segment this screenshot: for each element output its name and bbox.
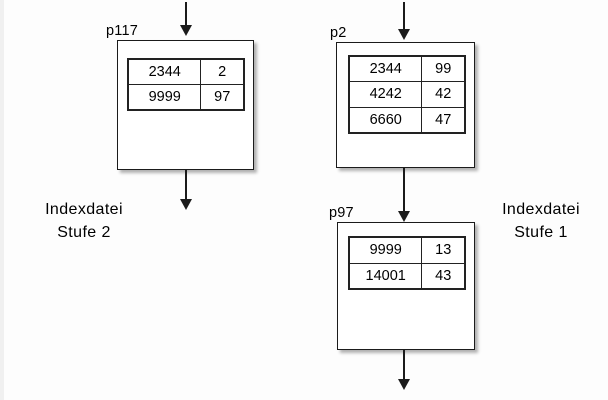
arrow-p2-to-p97 xyxy=(397,168,411,222)
pointer-cell: 13 xyxy=(421,237,465,264)
pointer-cell: 2 xyxy=(200,59,244,85)
left-edge-strip xyxy=(0,0,4,400)
caption-level-1-line1: Indexdatei xyxy=(502,201,580,218)
arrow-out-of-p117 xyxy=(179,170,193,210)
key-cell: 14001 xyxy=(348,262,423,289)
arrow-into-p2 xyxy=(397,2,411,40)
caption-level-1-line2: Stufe 1 xyxy=(514,224,568,242)
table-row: 2344 2 xyxy=(127,59,244,85)
key-table-p2: 2344 99 4242 42 6660 47 xyxy=(348,55,466,134)
node-label-p2: p2 xyxy=(330,25,347,41)
key-cell: 9999 xyxy=(127,84,202,110)
table-row: 9999 13 xyxy=(348,237,465,264)
node-label-p117: p117 xyxy=(106,23,138,39)
table-row: 4242 42 xyxy=(348,81,465,108)
key-cell: 9999 xyxy=(348,237,423,264)
key-cell: 4242 xyxy=(348,81,423,108)
table-row: 6660 47 xyxy=(348,106,465,134)
table-row: 9999 97 xyxy=(127,84,244,110)
pointer-cell: 97 xyxy=(200,84,244,110)
pointer-cell: 42 xyxy=(421,81,465,108)
caption-level-2-line2: Stufe 2 xyxy=(57,224,111,242)
pointer-cell: 47 xyxy=(421,106,465,134)
key-cell: 6660 xyxy=(348,106,423,134)
pointer-cell: 43 xyxy=(421,262,465,289)
table-row: 14001 43 xyxy=(348,262,465,289)
key-table-p117: 2344 2 9999 97 xyxy=(127,58,245,111)
table-row: 2344 99 xyxy=(348,55,465,83)
node-label-p97: p97 xyxy=(329,205,354,221)
pointer-cell: 99 xyxy=(421,55,465,83)
arrow-out-of-p97 xyxy=(397,350,411,390)
caption-level-2: Indexdatei Stufe 2 xyxy=(8,198,160,244)
key-cell: 2344 xyxy=(348,55,423,83)
arrow-into-p117 xyxy=(179,2,193,36)
caption-level-2-line1: Indexdatei xyxy=(45,201,123,218)
caption-level-1: Indexdatei Stufe 1 xyxy=(480,198,602,244)
key-cell: 2344 xyxy=(127,59,202,85)
key-table-p97: 9999 13 14001 43 xyxy=(348,236,466,290)
